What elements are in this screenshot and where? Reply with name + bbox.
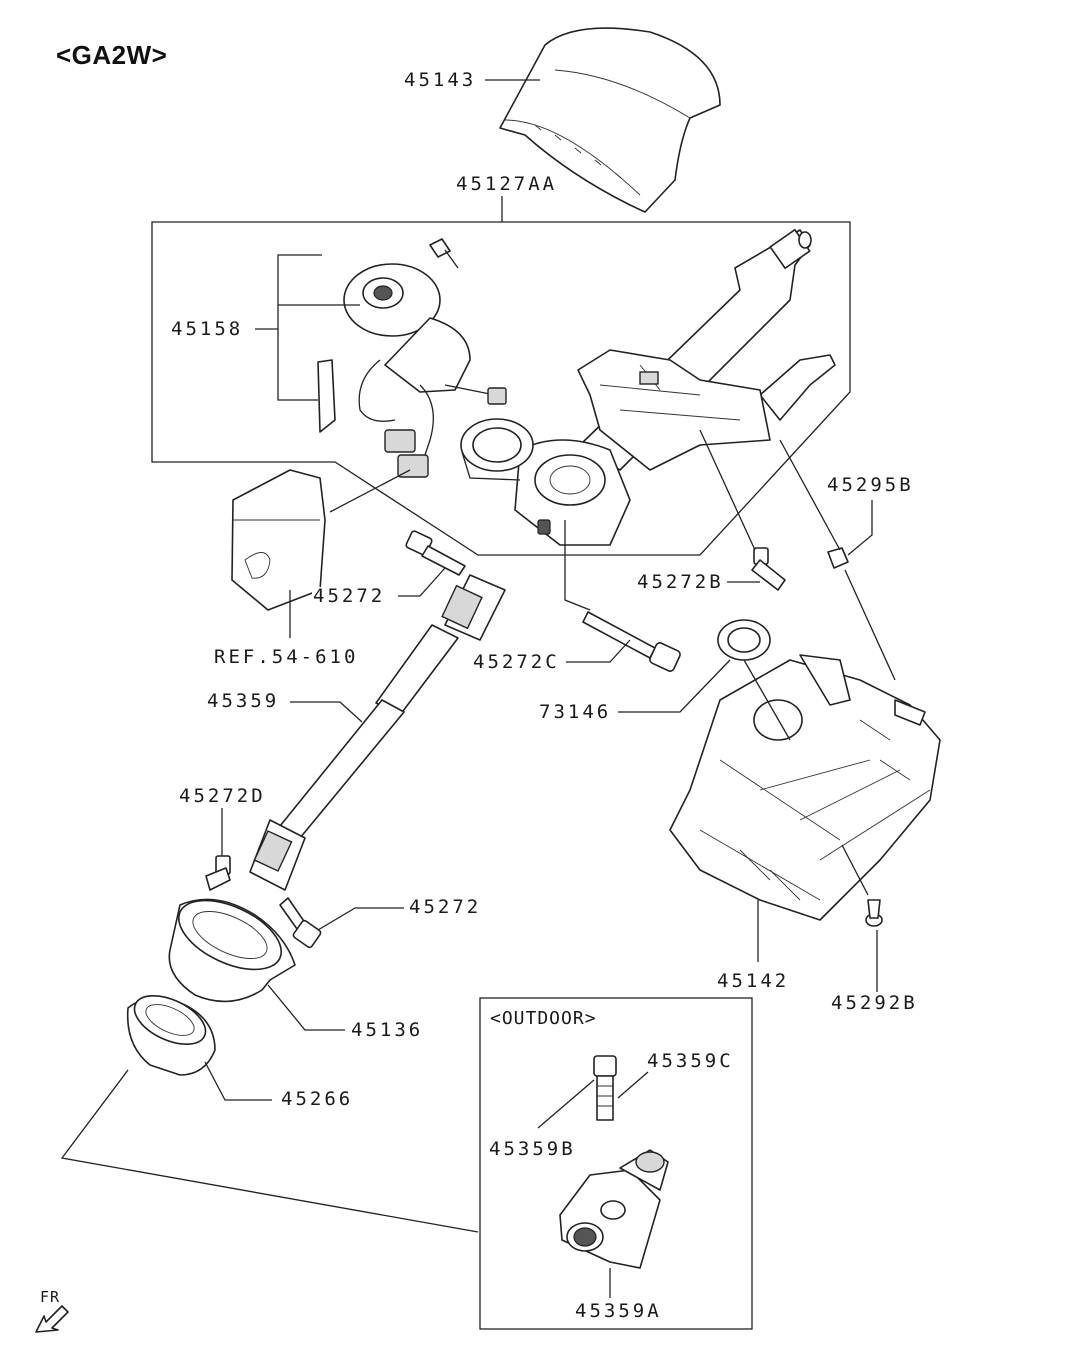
label-45359C: 45359C [646,1050,735,1072]
bolt-45359B [593,1055,617,1121]
label-45266: 45266 [280,1088,355,1110]
screw-45292B [865,899,883,927]
label-45142: 45142 [716,970,791,992]
upper-column-cover [499,27,721,213]
outdoor-box-label: <OUTDOOR> [490,1008,597,1029]
bolt-45272C [582,611,681,672]
label-45272-upper: 45272 [312,585,387,607]
leader-ref [329,469,411,513]
label-45127AA: 45127AA [455,173,559,195]
label-45295B: 45295B [826,474,915,496]
label-45158: 45158 [170,318,245,340]
leader-45295B [847,500,873,556]
leader-73146 [618,659,731,713]
bolt-45272D [205,855,231,891]
label-45272D: 45272D [178,785,267,807]
bolt-45272-lower [279,897,322,949]
grommet-73146 [717,619,771,661]
leader-45359C [617,1071,649,1099]
leader-45292B [841,844,878,992]
clip-45295B [827,547,849,569]
label-45272-lower: 45272 [408,896,483,918]
intermediate-shaft [249,574,506,891]
leader-cover-to-ring [743,659,791,741]
leader-45272B [699,429,760,583]
boot-cover-45136 [168,898,296,1003]
label-45272B: 45272B [636,571,725,593]
label-73146: 73146 [538,701,613,723]
label-45292B: 45292B [830,992,919,1014]
key-cylinder-assembly [317,238,507,478]
front-direction-arrow-icon [35,1305,69,1333]
leader-45359B [537,1079,595,1129]
leader-45359 [290,701,363,723]
bolt-45272B [751,547,786,591]
label-45272C: 45272C [472,651,561,673]
label-45136: 45136 [350,1019,425,1041]
label-45359B: 45359B [488,1138,577,1160]
leader-to-outdoor [60,1069,479,1233]
outdoor-box [479,997,753,1330]
leader-45272-upper [398,567,446,597]
leader-45158-group [255,254,360,401]
leader-45272-lower [317,907,404,931]
ecu-phantom [231,469,326,611]
fr-label: FR [40,1288,61,1306]
label-ref-54-610: REF.54-610 [213,646,360,668]
label-45143: 45143 [403,69,478,91]
bolt-45272-upper [405,530,466,576]
steering-column [460,228,836,546]
leader-45136 [267,984,345,1031]
leader-45266 [204,1061,272,1101]
lower-column-cover [669,654,941,921]
leader-45295B-line [779,439,896,681]
grommet-45266 [126,994,216,1076]
leader-45272C [564,520,631,663]
label-45359A: 45359A [574,1300,663,1322]
model-code-title: <GA2W> [56,40,168,70]
assembly-bracket-outline [151,221,851,556]
joint-45359A [559,1149,669,1269]
label-45359: 45359 [206,690,281,712]
